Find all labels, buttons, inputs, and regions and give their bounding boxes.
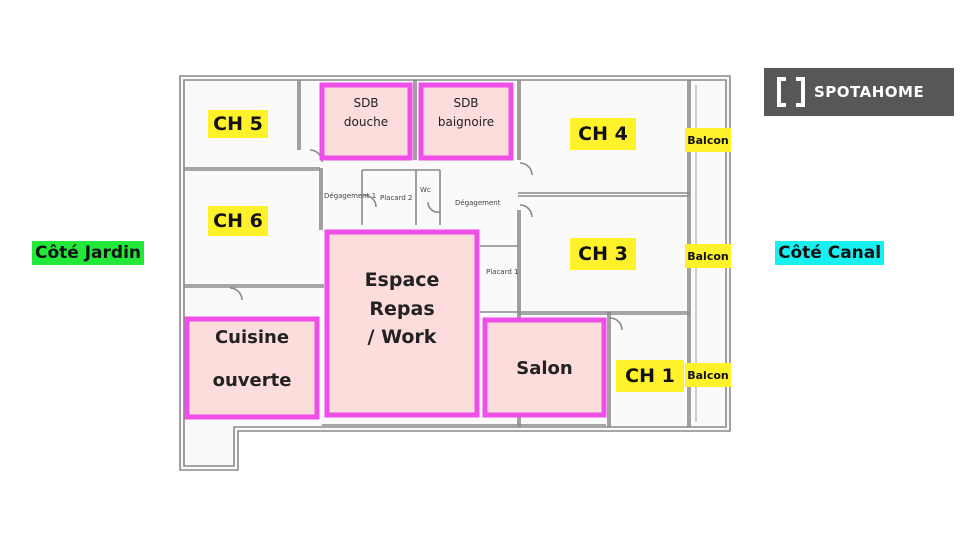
- label-wc: Wc: [420, 186, 431, 194]
- sdb-baignoire-line2: baignoire: [437, 114, 495, 129]
- room-ch3: CH 3: [570, 238, 636, 270]
- sdb-baignoire-box: [418, 82, 514, 161]
- room-ch4: CH 4: [570, 118, 636, 150]
- sdb-baignoire-line1: SDB: [453, 96, 479, 110]
- label-sdb-douche: SDB douche: [322, 94, 410, 131]
- label-placard-2: Placard 2: [380, 194, 413, 202]
- side-label-jardin: Côté Jardin: [32, 241, 145, 265]
- balcon-top: Balcon: [685, 128, 731, 152]
- sdb-douche-line1: SDB: [353, 96, 379, 110]
- room-ch5: CH 5: [208, 110, 268, 138]
- label-salon: Salon: [516, 358, 573, 379]
- room-ch6: CH 6: [208, 206, 268, 236]
- sdb-douche-line2: douche: [343, 114, 389, 129]
- salon-box: [482, 317, 607, 418]
- highlighted-rooms: [184, 82, 607, 420]
- espace-repas-line3: / Work: [367, 326, 437, 348]
- label-cuisine: Cuisine ouverte: [187, 324, 317, 409]
- label-espace-repas: Espace Repas / Work: [327, 266, 477, 352]
- side-label-canal: Côté Canal: [775, 241, 885, 265]
- balcon-bottom: Balcon: [685, 363, 731, 387]
- spotahome-logo: SPOTAHOME: [764, 68, 954, 116]
- cuisine-line1: Cuisine: [214, 327, 290, 348]
- espace-repas-line1: Espace: [364, 269, 440, 291]
- espace-repas-box: [324, 229, 480, 418]
- balcon-mid: Balcon: [685, 244, 731, 268]
- sdb-douche-box: [319, 82, 413, 161]
- espace-repas-line2: Repas: [369, 297, 435, 320]
- label-degagement: Dégagement: [455, 199, 501, 207]
- bracket-logo-icon: [777, 77, 805, 107]
- label-sdb-baignoire: SDB baignoire: [421, 94, 511, 131]
- label-placard-1: Placard 1: [486, 268, 519, 276]
- brand-name: SPOTAHOME: [814, 83, 925, 101]
- room-ch1: CH 1: [616, 360, 684, 392]
- cuisine-box: [184, 316, 320, 420]
- cuisine-line2: ouverte: [212, 369, 292, 391]
- label-degagement-1: Dégagement 1: [324, 192, 377, 200]
